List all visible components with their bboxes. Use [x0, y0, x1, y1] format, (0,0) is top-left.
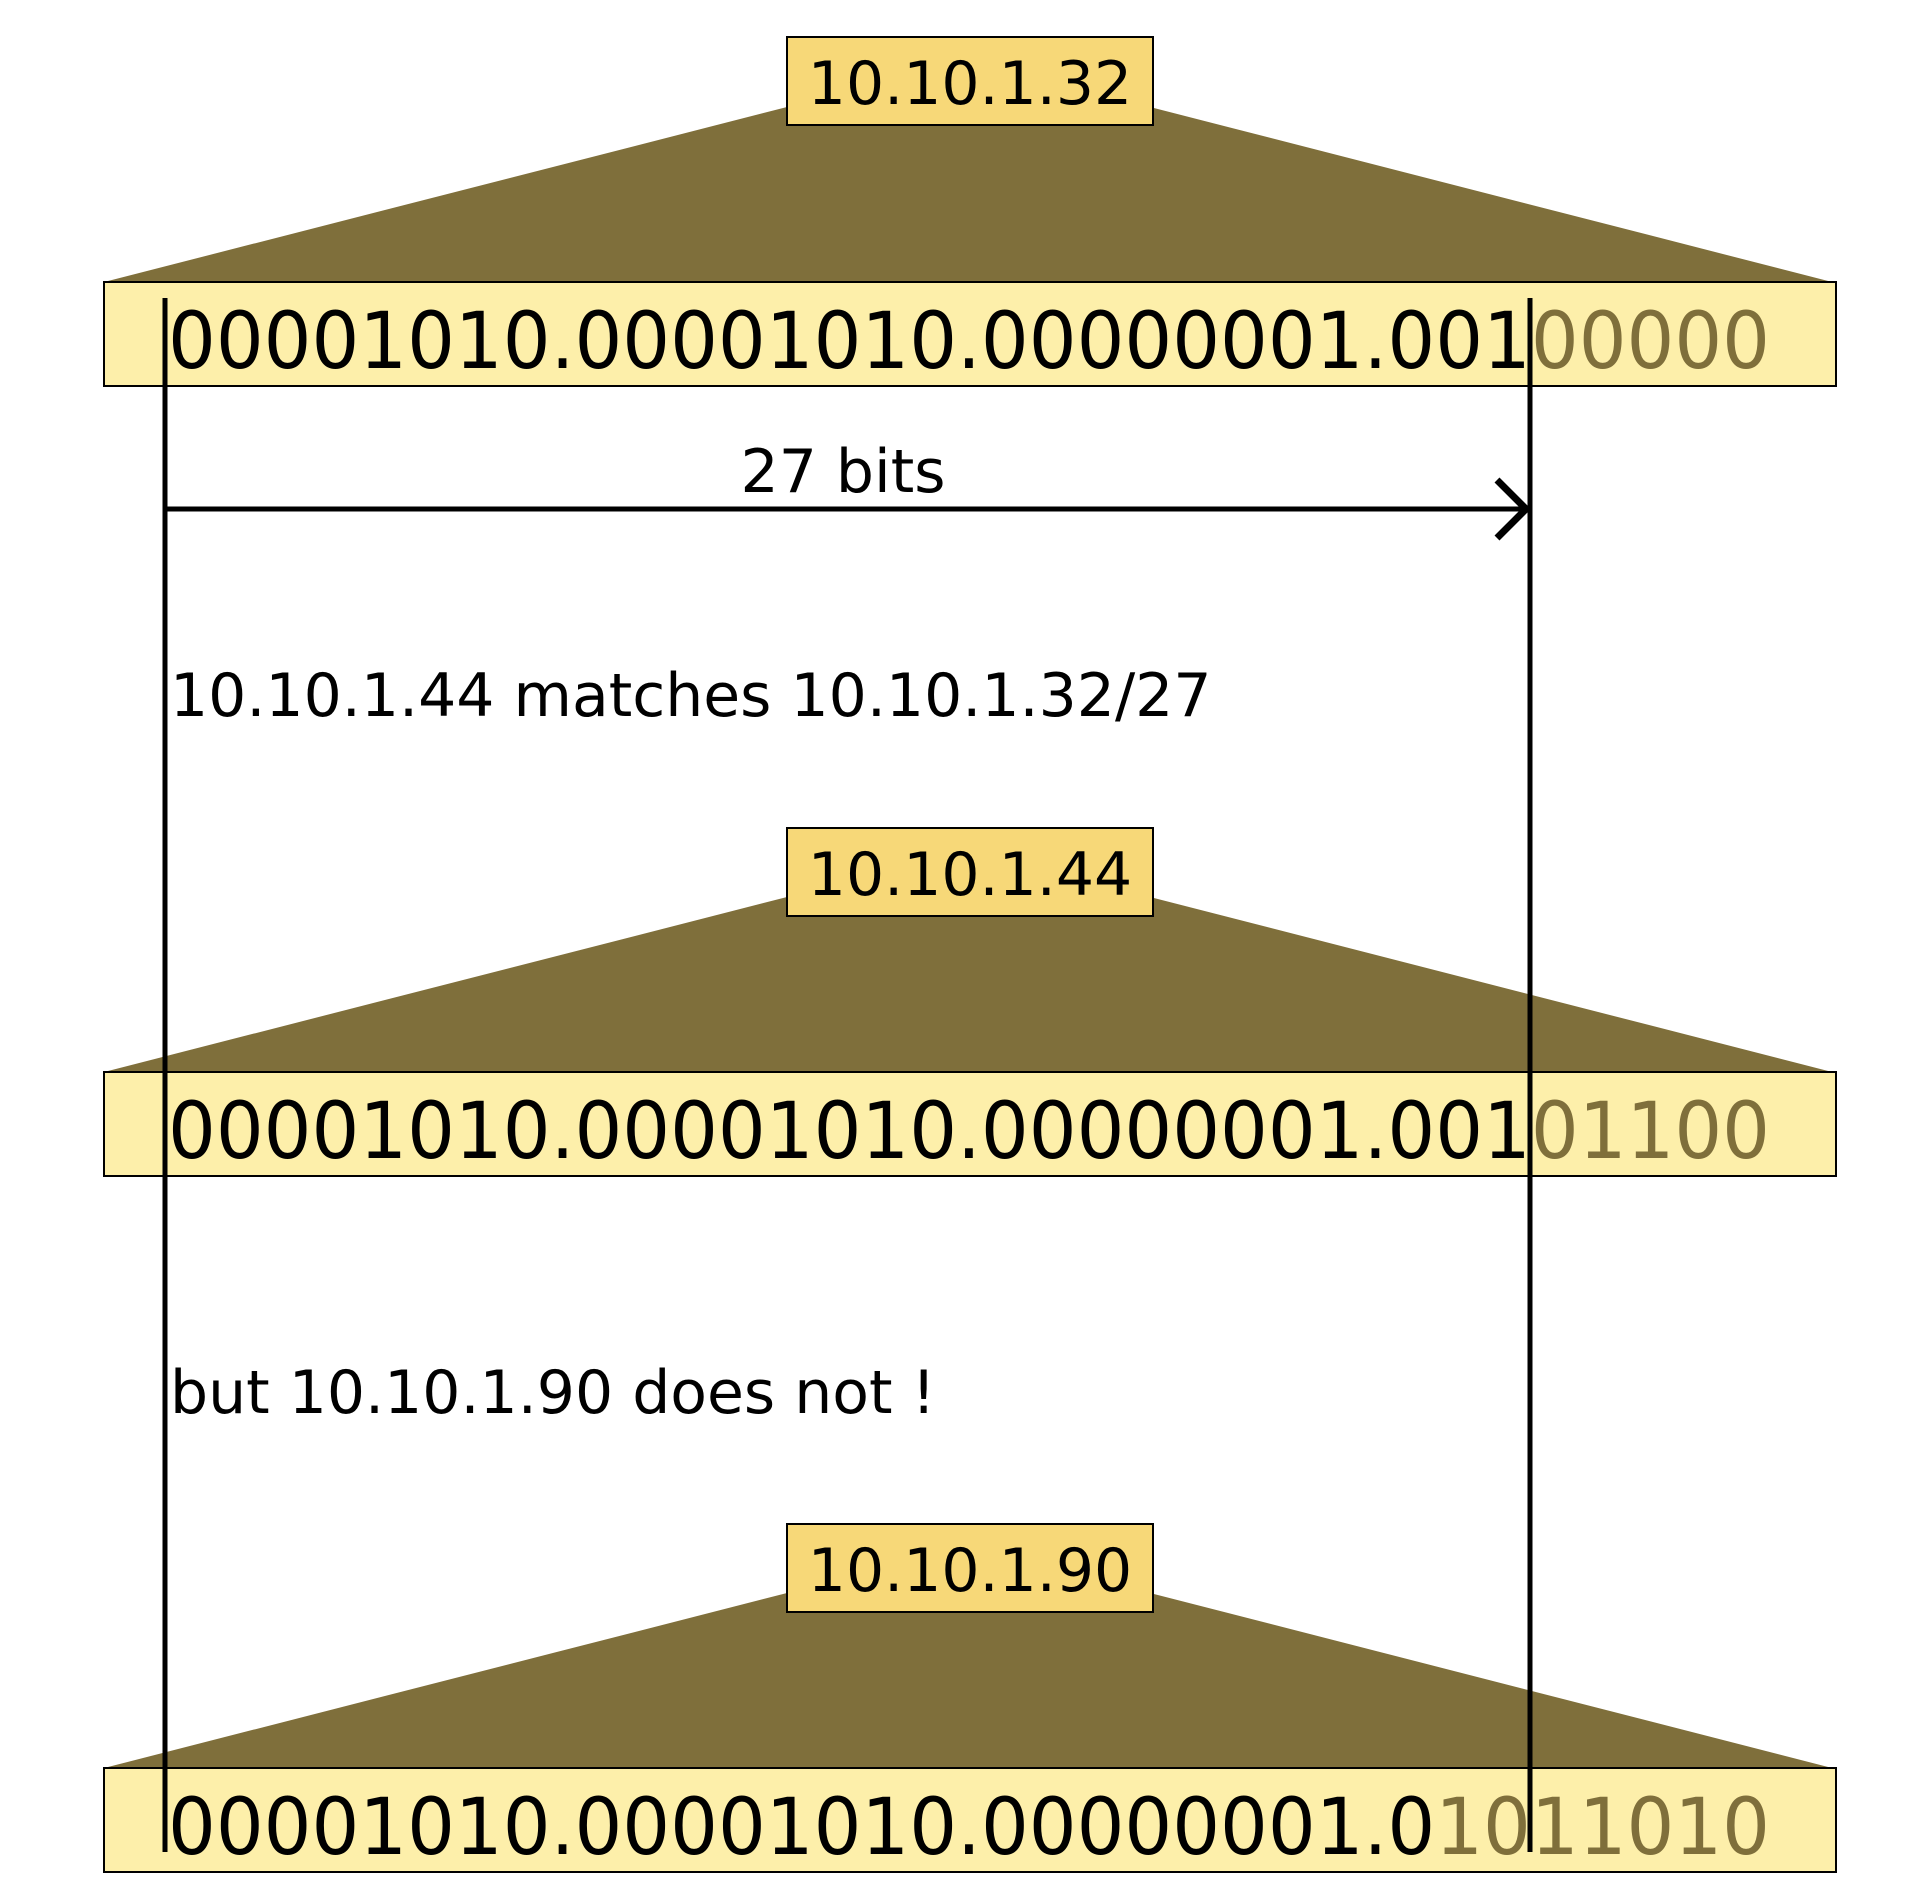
- binary-box-2: [103, 1071, 1837, 1177]
- address-label-box-3: [786, 1523, 1154, 1613]
- address-block-1: 10.10.1.32 00001010.00001010.00000001.00…: [103, 36, 1837, 387]
- address-block-2: 10.10.1.44 00001010.00001010.00000001.00…: [103, 827, 1837, 1177]
- network-bits-1: 00001010.00001010.00000001.001: [168, 297, 1531, 387]
- network-bits-3: 00001010.00001010.00000001.0: [168, 1783, 1435, 1873]
- expansion-trapezoid-3: [104, 1593, 1832, 1768]
- match-caption: 10.10.1.44 matches 10.10.1.32/27: [170, 661, 1212, 731]
- host-bits-3: 1011010: [1435, 1783, 1770, 1873]
- expansion-trapezoid-1: [104, 107, 1832, 282]
- address-block-3: 10.10.1.90 00001010.00001010.00000001.01…: [103, 1523, 1837, 1873]
- prefix-length-arrow: 27 bits: [165, 437, 1531, 541]
- address-label-3: 10.10.1.90: [808, 1536, 1132, 1606]
- no-match-caption: but 10.10.1.90 does not !: [170, 1358, 936, 1428]
- prefix-length-label: 27 bits: [741, 437, 946, 507]
- address-label-1: 10.10.1.32: [808, 49, 1132, 119]
- binary-box-1: [103, 281, 1837, 387]
- binary-bits-2: 00001010.00001010.00000001.00101100: [168, 1087, 1770, 1177]
- binary-box-3: [103, 1767, 1837, 1873]
- host-bits-2: 01100: [1531, 1087, 1770, 1177]
- arrow-head-icon: [1494, 477, 1531, 541]
- address-label-box-1: [786, 36, 1154, 126]
- expansion-trapezoid-2: [104, 897, 1832, 1072]
- host-bits-1: 00000: [1531, 297, 1770, 387]
- network-bits-2: 00001010.00001010.00000001.001: [168, 1087, 1531, 1177]
- binary-bits-3: 00001010.00001010.00000001.01011010: [168, 1783, 1770, 1873]
- address-label-box-2: [786, 827, 1154, 917]
- address-label-2: 10.10.1.44: [808, 840, 1132, 910]
- binary-bits-1: 00001010.00001010.00000001.00100000: [168, 297, 1770, 387]
